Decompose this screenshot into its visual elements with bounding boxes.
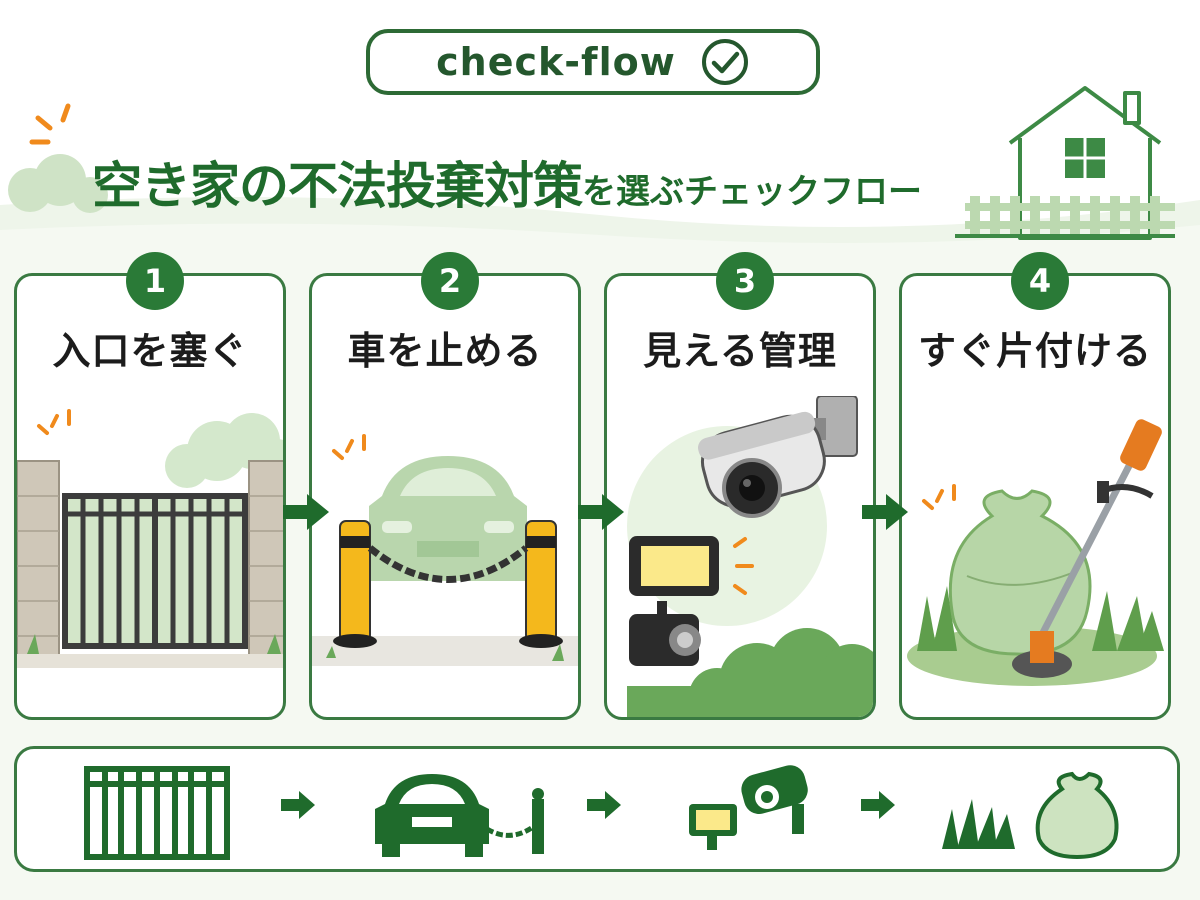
- sparkle-icon: [29, 103, 71, 145]
- step-number-3: 3: [716, 252, 774, 310]
- security-camera-icon: [627, 396, 873, 717]
- arrow-right-icon: [861, 791, 895, 819]
- step-card-4: すぐ片付ける: [899, 273, 1171, 720]
- title-sub: を選ぶチェックフロー: [582, 172, 922, 212]
- step-label-1: 入口を塞ぐ: [52, 329, 248, 373]
- step-label-4: すぐ片付ける: [917, 329, 1152, 373]
- title-main: 空き家の不法投棄対策: [92, 157, 583, 215]
- security-camera-icon: [689, 765, 808, 850]
- gate-icon: [84, 766, 230, 860]
- step-card-1: 入口を塞ぐ: [14, 273, 286, 720]
- arrow-right-icon: [862, 494, 908, 530]
- arrow-right-icon: [283, 494, 329, 530]
- step-card-3: 見える管理: [604, 273, 876, 720]
- step-card-2: 車を止める: [309, 273, 581, 720]
- grass-trash-bag-icon: [942, 771, 1119, 860]
- arrow-right-icon: [578, 494, 624, 530]
- summary-bar: [14, 746, 1180, 872]
- step-number-1: 1: [126, 252, 184, 310]
- bollard-chain-icon: [312, 434, 578, 666]
- gate-icon: [17, 409, 283, 668]
- check-circle-icon: [701, 39, 748, 85]
- step-number-4: 4: [1011, 252, 1069, 310]
- check-flow-badge: check-flow: [366, 29, 820, 95]
- arrow-right-icon: [587, 791, 621, 819]
- house-icon: [955, 86, 1175, 240]
- arrow-right-icon: [281, 791, 315, 819]
- step-label-2: 車を止める: [347, 329, 543, 373]
- step-number-2: 2: [421, 252, 479, 310]
- trash-bag-trimmer-icon: [907, 419, 1164, 686]
- car-bollard-icon: [375, 774, 544, 857]
- page-title: 空き家の不法投棄対策 を選ぶチェックフロー: [92, 146, 992, 216]
- step-label-3: 見える管理: [643, 329, 837, 373]
- badge-label: check-flow: [436, 40, 676, 84]
